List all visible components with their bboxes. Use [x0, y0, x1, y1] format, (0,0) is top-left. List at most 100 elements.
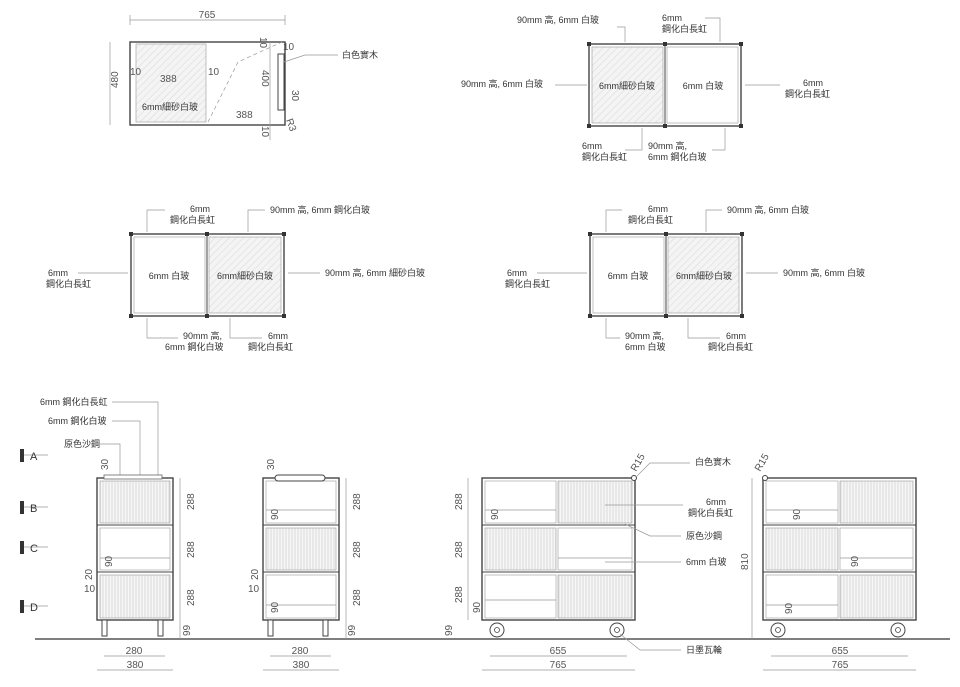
plan-c-top-left-note-2: 鋼化白長虹 — [628, 214, 673, 225]
plan-a-right-note-2: 鋼化白長虹 — [785, 88, 830, 99]
plan-c-bottom-right-note-1: 6mm — [726, 331, 746, 341]
plan-c-left-note-2: 鋼化白長虹 — [505, 278, 550, 289]
elev2-d20: 20 — [250, 568, 261, 580]
elev2-total-width: 380 — [293, 660, 310, 671]
left-pane-dim: 388 — [160, 74, 177, 85]
front2-shelf-1: 90 — [792, 508, 803, 520]
elev2-inner-width: 280 — [292, 646, 309, 657]
front1-shelf-2: 90 — [472, 601, 483, 613]
handle-material-label: 白色實木 — [342, 49, 378, 60]
elev2-tier-2: 288 — [352, 541, 363, 558]
plan-a-bottom-left-note-2: 鋼化白長虹 — [582, 151, 627, 162]
elev1-d20: 20 — [84, 568, 95, 580]
front2-total-height: 810 — [740, 553, 751, 570]
elev1-tier-3: 288 — [186, 589, 197, 606]
bottom-gap-dim: 10 — [259, 126, 270, 138]
plan-b-pane-left: 6mm 白玻 — [149, 270, 190, 281]
plan-b-left-note-1: 6mm — [48, 268, 68, 278]
front1-castor-label: 日墨瓦輪 — [686, 644, 722, 655]
handle-length-dim: 30 — [289, 90, 300, 102]
plan-depth-dim: 480 — [110, 71, 121, 88]
front1-tier-1: 288 — [454, 493, 465, 510]
plan-a-pane-right: 6mm 白玻 — [683, 80, 724, 91]
front1-radius: R15 — [629, 452, 648, 474]
side-elevation-1: 6mm 鋼化白長虹 6mm 鋼化白玻 原色沙鋼 30 90 20 10 288 … — [40, 396, 197, 671]
front-elevation-2: R15 810 90 90 90 655 765 — [740, 452, 917, 671]
plan-c-top-right-note: 90mm 高, 6mm 白玻 — [727, 204, 809, 215]
plan-b-left-note-2: 鋼化白長虹 — [46, 278, 91, 289]
elev-note-3: 原色沙鋼 — [64, 438, 100, 449]
elev2-tier-3: 288 — [352, 589, 363, 606]
front1-tier-2: 288 — [454, 541, 465, 558]
elev2-top-gap: 30 — [266, 458, 277, 470]
front1-leg: 99 — [444, 624, 455, 636]
plan-a-top-right-note-1: 6mm — [662, 13, 682, 23]
plan-a-bottom-right-note-2: 6mm 鋼化白玻 — [648, 151, 707, 162]
front1-total-width: 765 — [550, 660, 567, 671]
gap-mid-dim: 10 — [208, 67, 220, 78]
front1-steel-label: 原色沙鋼 — [686, 530, 722, 541]
plan-c-bottom-right-note-2: 鋼化白長虹 — [708, 341, 753, 352]
front1-fluted-label-1: 6mm — [706, 497, 726, 507]
front1-inner-width: 655 — [550, 646, 567, 657]
elev1-top-gap: 30 — [100, 458, 111, 470]
front-elevation-1: 90 90 288 288 288 99 R15 白色實木 6mm 鋼化白長虹 … — [444, 452, 733, 671]
plan-c: 6mm 白玻 6mm細砂白玻 6mm 鋼化白長虹 90mm 高, 6mm 白玻 … — [505, 204, 865, 352]
elev2-d10: 10 — [248, 584, 260, 595]
section-markers: A B C D — [20, 449, 48, 614]
plan-c-left-note-1: 6mm — [507, 268, 527, 278]
plan-a-bottom-left-note-1: 6mm — [582, 141, 602, 151]
side-elevation-2: 30 90 90 20 10 288 288 288 99 280 380 — [248, 458, 363, 671]
elev2-tier-1: 288 — [352, 493, 363, 510]
elev2-leg: 99 — [347, 624, 358, 636]
plan-b-bottom-left-note-2: 6mm 鋼化白玻 — [165, 341, 224, 352]
plan-a-right-note-1: 6mm — [803, 78, 823, 88]
front1-handle-label: 白色實木 — [695, 456, 731, 467]
plan-detail: 765 480 10 388 10 388 6mm細砂白玻 10 400 10 … — [109, 10, 378, 140]
plan-c-top-left-note-1: 6mm — [648, 204, 668, 214]
section-b-label: B — [30, 503, 37, 515]
plan-c-bottom-left-note-1: 90mm 高, — [625, 330, 664, 341]
handle-radius-dim: R3 — [283, 117, 298, 133]
plan-a-top-right-note-2: 鋼化白長虹 — [662, 23, 707, 34]
plan-b-top-right-note: 90mm 高, 6mm 鋼化白玻 — [270, 204, 370, 215]
plan-a-bottom-right-note-1: 90mm 高, — [648, 140, 687, 151]
front2-shelf-2: 90 — [850, 555, 861, 567]
plan-c-pane-right: 6mm細砂白玻 — [676, 270, 732, 281]
plan-b-bottom-right-note-1: 6mm — [268, 331, 288, 341]
plan-b-bottom-left-note-1: 90mm 高, — [183, 330, 222, 341]
front1-shelf-1: 90 — [490, 508, 501, 520]
section-c-label: C — [30, 543, 38, 555]
front2-inner-width: 655 — [832, 646, 849, 657]
front1-fluted-label-2: 鋼化白長虹 — [688, 507, 733, 518]
plan-b-top-left-note-2: 鋼化白長虹 — [170, 214, 215, 225]
elev1-total-width: 380 — [127, 660, 144, 671]
plan-a-pane-left: 6mm細砂白玻 — [599, 80, 655, 91]
section-d-label: D — [30, 602, 38, 614]
front2-total-width: 765 — [832, 660, 849, 671]
elev1-d10: 10 — [84, 584, 96, 595]
plan-c-bottom-left-note-2: 6mm 白玻 — [625, 341, 666, 352]
plan-width-dim: 765 — [199, 10, 216, 21]
front2-radius: R15 — [753, 452, 772, 474]
plan-b-top-left-note-1: 6mm — [190, 204, 210, 214]
elev2-shelf-2: 90 — [270, 601, 281, 613]
section-a-label: A — [30, 451, 38, 463]
front1-clear-label: 6mm 白玻 — [686, 556, 727, 567]
plan-glass-label: 6mm細砂白玻 — [142, 101, 198, 112]
plan-b: 6mm 白玻 6mm細砂白玻 6mm 鋼化白長虹 90mm 高, 6mm 鋼化白… — [46, 204, 425, 352]
top-gap-dim: 10 — [257, 37, 268, 49]
elev1-shelf: 90 — [104, 555, 115, 567]
elev1-inner-width: 280 — [126, 646, 143, 657]
elev-note-1: 6mm 鋼化白長虹 — [40, 396, 108, 407]
plan-a: 6mm細砂白玻 6mm 白玻 90mm 高, 6mm 白玻 6mm 鋼化白長虹 … — [461, 13, 830, 162]
elev1-tier-2: 288 — [186, 541, 197, 558]
plan-b-right-note: 90mm 高, 6mm 細砂白玻 — [325, 267, 425, 278]
handle-gap-dim: 10 — [283, 42, 295, 53]
front1-tier-3: 288 — [454, 586, 465, 603]
plan-a-top-left-note: 90mm 高, 6mm 白玻 — [517, 14, 599, 25]
front2-shelf-3: 90 — [784, 602, 795, 614]
gap-left-dim: 10 — [130, 67, 142, 78]
plan-c-pane-left: 6mm 白玻 — [608, 270, 649, 281]
